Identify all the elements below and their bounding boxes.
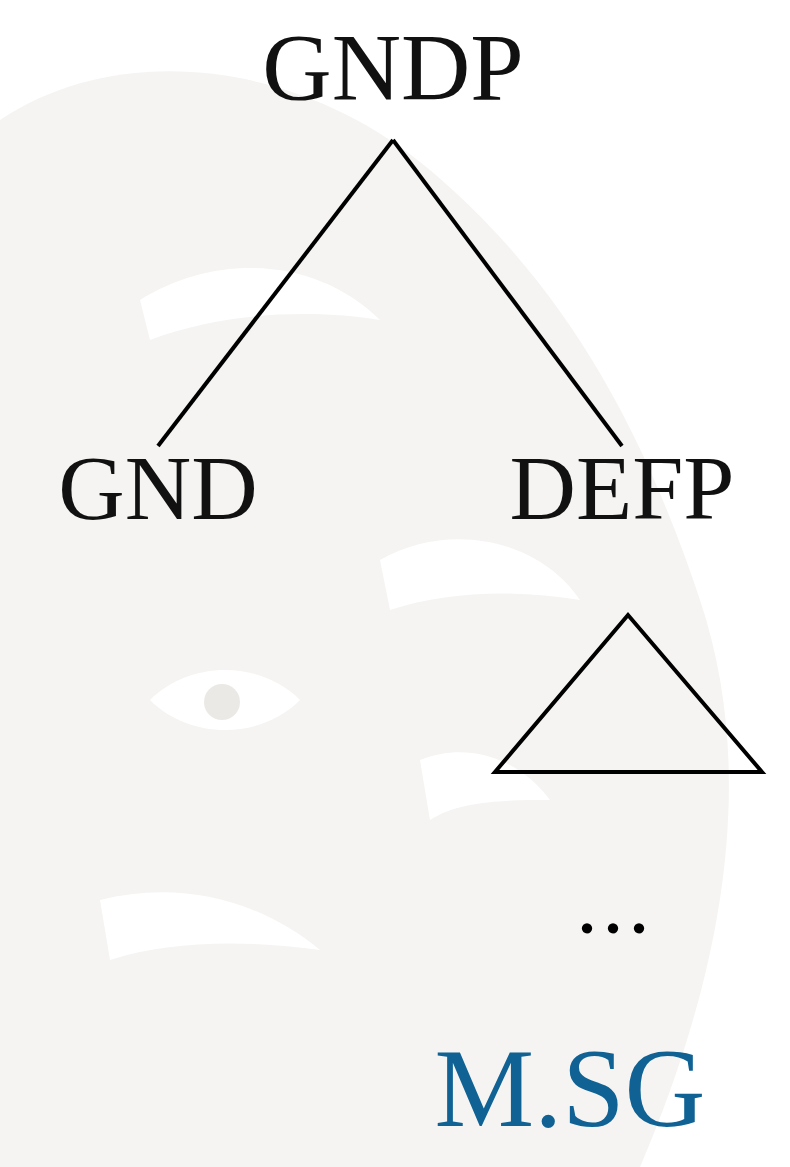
category-label: GND [58,442,257,534]
tree-branch [158,140,393,446]
tree-branch [393,140,622,446]
watermark-features [100,268,580,960]
tree-node: GND [50,438,265,538]
category-label: DEFP [510,442,735,534]
ellipsis-label: ... [579,880,657,944]
tree-node: GNDP [254,16,531,120]
watermark-face [0,71,729,1167]
feature-label: M.SG [435,1032,706,1144]
category-label: GNDP [262,20,523,116]
triangle-symbol [495,615,762,772]
watermark-eye [204,684,240,720]
tree-node: DEFP [502,438,743,538]
